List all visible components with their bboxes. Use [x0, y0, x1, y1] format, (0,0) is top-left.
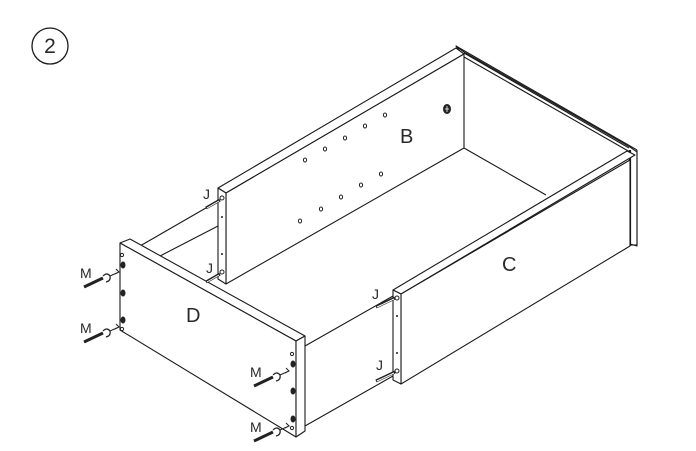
dowel-label: J — [206, 260, 213, 276]
dowels: J J J J — [203, 186, 396, 383]
screw-label: M — [80, 265, 92, 281]
panel-d-group: D — [119, 238, 306, 438]
screw-label: M — [80, 320, 92, 336]
panel-b-label: B — [400, 126, 413, 148]
dowel-icon: J — [203, 186, 221, 210]
screws: M M M M — [80, 265, 290, 443]
right-side-rim — [455, 45, 638, 247]
screw-icon: M — [250, 419, 290, 443]
screw-icon: M — [80, 320, 120, 344]
dowel-icon: J — [375, 357, 396, 383]
dowel-icon: J — [205, 260, 221, 284]
screw-icon: M — [80, 265, 120, 289]
step-number: 2 — [44, 35, 56, 58]
dowel-label: J — [372, 286, 379, 302]
dowel-icon: J — [372, 286, 396, 309]
panel-b-end — [217, 187, 227, 285]
panel-d-label: D — [186, 305, 200, 327]
dowel-label: J — [376, 357, 383, 373]
dowel-label: J — [203, 186, 210, 202]
panel-c-label: C — [502, 254, 516, 276]
panel-b-holes — [219, 104, 451, 275]
screw-icon: M — [250, 364, 290, 388]
screw-label: M — [250, 364, 262, 380]
panel-c-end — [392, 289, 402, 385]
drawer-box: B C — [139, 45, 638, 427]
panel-d-end — [295, 335, 306, 438]
screw-label: M — [250, 419, 262, 435]
step-number-badge: 2 — [31, 27, 69, 65]
